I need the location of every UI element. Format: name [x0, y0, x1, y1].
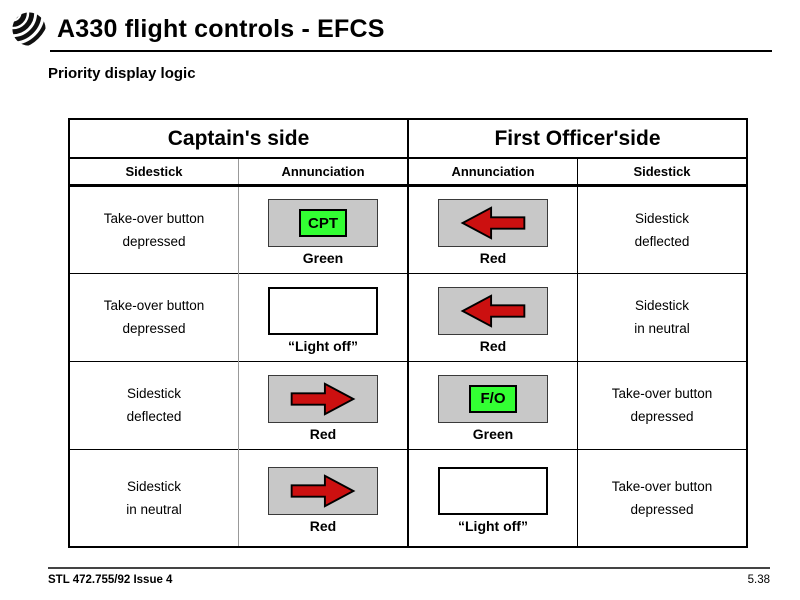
annunciator-lamp: F/O	[438, 374, 548, 423]
captain-annunciation-cell: Red	[238, 448, 408, 547]
annunciation-color-caption: Red	[309, 518, 337, 535]
arrow-left-icon	[460, 206, 526, 240]
fo-annunciation-cell: F/O Green	[407, 360, 578, 449]
annunciation-color-caption: “Light off”	[458, 518, 528, 535]
captain-annunciation-cell: CPT Green	[238, 185, 408, 273]
subtitle: Priority display logic	[48, 65, 196, 82]
page-number: 5.38	[747, 574, 770, 586]
annunciation-color-caption: Red	[479, 337, 507, 354]
column-header-fo-sidestick: Sidestick	[577, 158, 747, 187]
annunciator-lamp	[268, 467, 378, 516]
fo-priority-light: F/O	[469, 384, 517, 413]
title-underline	[50, 50, 772, 52]
cpt-priority-light: CPT	[299, 209, 347, 237]
priority-display-logic-table: Captain's side First Officer'side Sidest…	[68, 118, 748, 548]
captain-annunciation-cell: Red	[238, 360, 408, 449]
annunciator-lamp	[268, 374, 378, 423]
fo-sidestick-state: Sidestick in neutral	[577, 272, 747, 361]
annunciator-lamp: CPT	[268, 199, 378, 247]
annunciation-color-caption: Red	[309, 425, 337, 442]
arrow-right-icon	[290, 474, 356, 509]
arrow-right-icon	[290, 381, 356, 416]
column-header-captain-sidestick: Sidestick	[69, 158, 239, 187]
annunciator-lamp	[438, 199, 548, 247]
group-header-first-officer: First Officer'side	[407, 119, 747, 159]
annunciation-color-caption: Green	[302, 250, 344, 266]
column-header-row: Sidestick Annunciation Annunciation Side…	[69, 158, 747, 187]
group-header-row: Captain's side First Officer'side	[69, 119, 747, 159]
group-header-captain: Captain's side	[69, 119, 408, 159]
table-row: Sidestick in neutral Red “Light off” Tak…	[69, 448, 747, 547]
annunciation-color-caption: Green	[472, 425, 514, 442]
table-row: Take-over button depressed “Light off” R…	[69, 272, 747, 361]
captain-sidestick-state: Sidestick in neutral	[69, 448, 239, 547]
aerospatiale-swirl-logo-icon	[10, 10, 48, 48]
annunciation-color-caption: Red	[479, 250, 507, 266]
annunciator-lamp-off	[268, 286, 378, 335]
captain-sidestick-state: Sidestick deflected	[69, 360, 239, 449]
fo-annunciation-cell: Red	[407, 272, 578, 361]
captain-sidestick-state: Take-over button depressed	[69, 272, 239, 361]
fo-annunciation-cell: Red	[407, 185, 578, 273]
annunciation-color-caption: “Light off”	[288, 337, 358, 354]
captain-annunciation-cell: “Light off”	[238, 272, 408, 361]
table-row: Sidestick deflected Red F/O Green Take-o…	[69, 360, 747, 449]
arrow-left-icon	[460, 293, 526, 328]
table-row: Take-over button depressed CPT Green Red…	[69, 185, 747, 273]
annunciator-lamp	[438, 286, 548, 335]
slide-footer: STL 472.755/92 Issue 4 5.38	[48, 567, 770, 586]
slide-header: A330 flight controls - EFCS	[0, 0, 800, 48]
fo-sidestick-state: Take-over button depressed	[577, 448, 747, 547]
column-header-fo-annunciation: Annunciation	[407, 158, 578, 187]
fo-annunciation-cell: “Light off”	[407, 448, 578, 547]
column-header-captain-annunciation: Annunciation	[238, 158, 408, 187]
fo-sidestick-state: Sidestick deflected	[577, 185, 747, 273]
annunciator-lamp-off	[438, 467, 548, 516]
doc-reference: STL 472.755/92 Issue 4	[48, 574, 173, 586]
captain-sidestick-state: Take-over button depressed	[103, 210, 205, 249]
page-title: A330 flight controls - EFCS	[57, 14, 385, 43]
fo-sidestick-state: Take-over button depressed	[577, 360, 747, 449]
